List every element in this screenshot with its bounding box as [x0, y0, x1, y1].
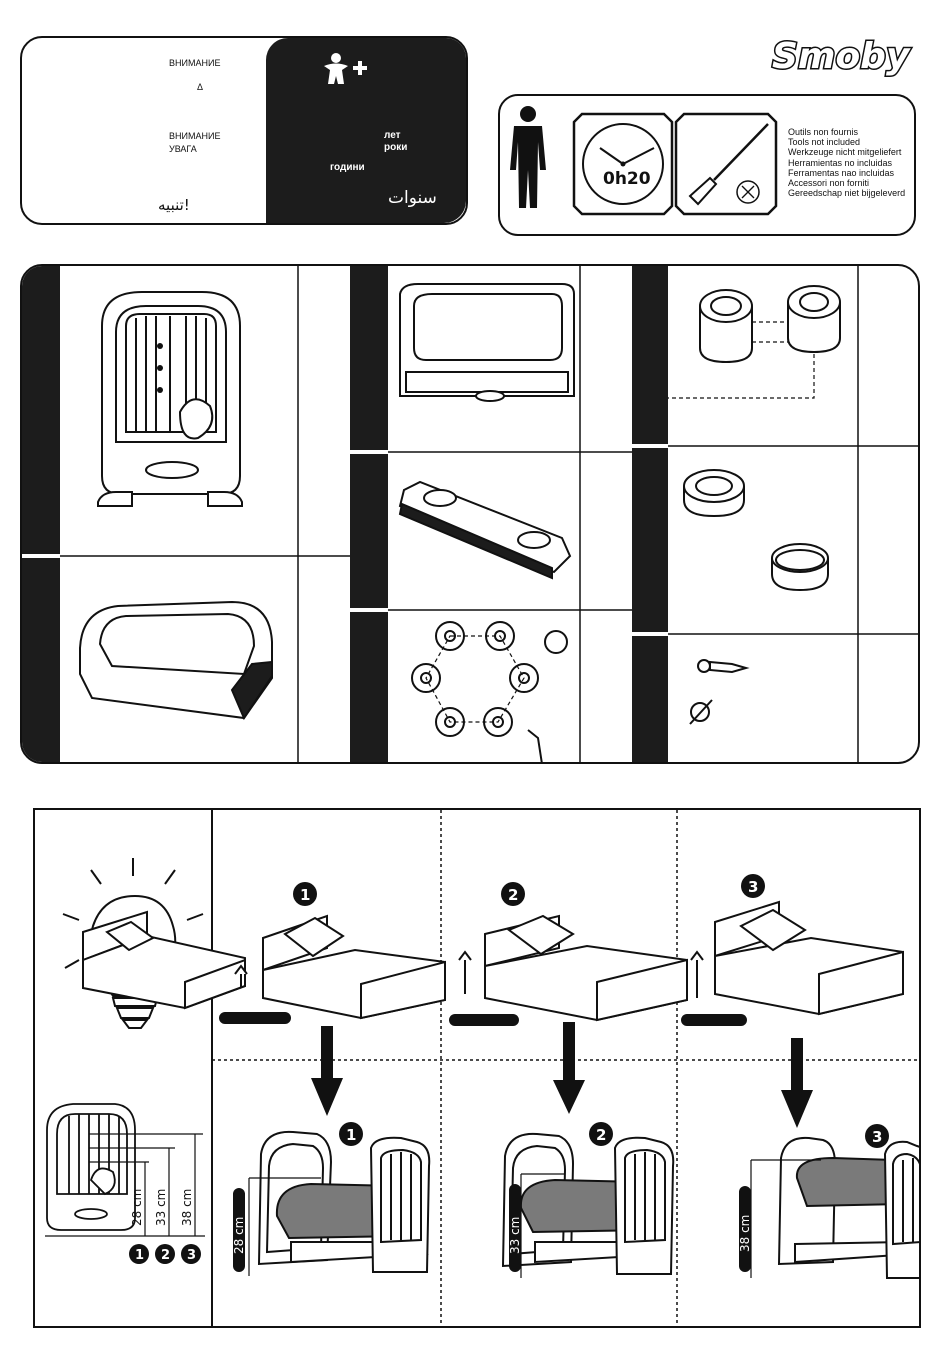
age-panel: лет роки години سنوات — [266, 38, 466, 223]
step-number: 1 — [346, 1126, 356, 1144]
step-number: 2 — [596, 1126, 606, 1144]
bedside-table-part — [400, 482, 570, 578]
tools-line: Outils non fournis — [788, 127, 905, 137]
height-label: 38 cm — [738, 1215, 752, 1252]
cap-part — [700, 286, 840, 362]
brand-name: Smoby — [772, 36, 911, 77]
assembly-info-panel: 0h20 Outils non fournis Tools not includ… — [498, 94, 916, 236]
age-label: години — [330, 162, 365, 173]
position-number: 2 — [161, 1248, 170, 1263]
steps-illustrations: 28 cm 33 cm 38 cm 1 2 3 1 — [35, 810, 919, 1326]
one-adult-icon — [504, 104, 552, 214]
height-label: 33 cm — [508, 1217, 522, 1254]
bed-step-2: 2 — [449, 882, 687, 1026]
mattress-frame-part — [400, 284, 574, 401]
down-arrow — [781, 1038, 813, 1128]
age-label: лет — [384, 130, 401, 141]
tools-not-included-list: Outils non fournis Tools not included We… — [788, 127, 905, 198]
age-label: роки — [384, 142, 407, 153]
position-badges: 1 2 3 — [129, 1244, 201, 1264]
bed-step-3: 3 — [681, 874, 903, 1026]
smoby-logo: Smoby — [768, 28, 914, 82]
step-number: 3 — [748, 878, 758, 896]
height-tag — [449, 1014, 519, 1026]
age-label-arabic: سنوات — [388, 188, 437, 208]
assembled-bed-2: 2 33 cm — [503, 1122, 673, 1278]
tools-line: Accessori non forniti — [788, 178, 905, 188]
tools-line: Ferramentas nao incluidas — [788, 168, 905, 178]
part-label-strip — [632, 266, 668, 762]
assembled-bed-3: 3 38 cm — [738, 1124, 919, 1278]
step-number: 3 — [872, 1128, 882, 1146]
parts-list-panel — [20, 264, 920, 764]
bed-base-part — [80, 602, 272, 718]
warning-text: ВНИМАНИЕ — [169, 58, 220, 68]
warning-panel: ВНИМАНИЕ Δ ВНИМАНИЕ УВАГА تنبيه! лет рок… — [20, 36, 468, 225]
bed-step-1: 1 — [219, 882, 445, 1024]
wheel-set-part — [412, 622, 567, 762]
part-label-strip — [350, 266, 388, 762]
height-label: 33 cm — [154, 1189, 168, 1226]
parts-illustrations — [22, 266, 918, 762]
screw-part — [690, 660, 746, 724]
tools-line: Herramientas no incluidas — [788, 158, 905, 168]
down-arrows — [311, 1022, 813, 1128]
headboard-part — [98, 292, 242, 506]
warning-text-arabic: تنبيه! — [158, 196, 190, 214]
height-label: 28 cm — [232, 1217, 246, 1254]
down-arrow — [311, 1026, 343, 1116]
height-label: 38 cm — [180, 1189, 194, 1226]
down-arrow — [553, 1022, 585, 1114]
height-tag — [219, 1012, 291, 1024]
warning-symbol: Δ — [197, 82, 203, 92]
child-age-icon — [320, 50, 376, 88]
step-number: 2 — [508, 886, 518, 904]
part-label-strip — [22, 266, 60, 762]
time-and-tools-icons: 0h20 — [572, 110, 784, 218]
height-adjustment-steps: 28 cm 33 cm 38 cm 1 2 3 1 — [33, 808, 921, 1328]
position-number: 3 — [187, 1248, 196, 1263]
height-label: 28 cm — [130, 1189, 144, 1226]
height-tag — [681, 1014, 747, 1026]
warning-text: ВНИМАНИЕ — [169, 131, 220, 141]
warning-text: УВАГА — [169, 144, 197, 154]
assembly-time: 0h20 — [603, 169, 651, 189]
headboard-height-diagram — [47, 1104, 135, 1230]
assembled-bed-1: 1 28 cm — [232, 1122, 429, 1276]
ring-part — [684, 470, 828, 590]
tools-line: Werkzeuge nicht mitgeliefert — [788, 147, 905, 157]
position-number: 1 — [135, 1248, 144, 1263]
tools-line: Tools not included — [788, 137, 905, 147]
tools-line: Gereedschap niet bijgeleverd — [788, 188, 905, 198]
step-number: 1 — [300, 886, 310, 904]
